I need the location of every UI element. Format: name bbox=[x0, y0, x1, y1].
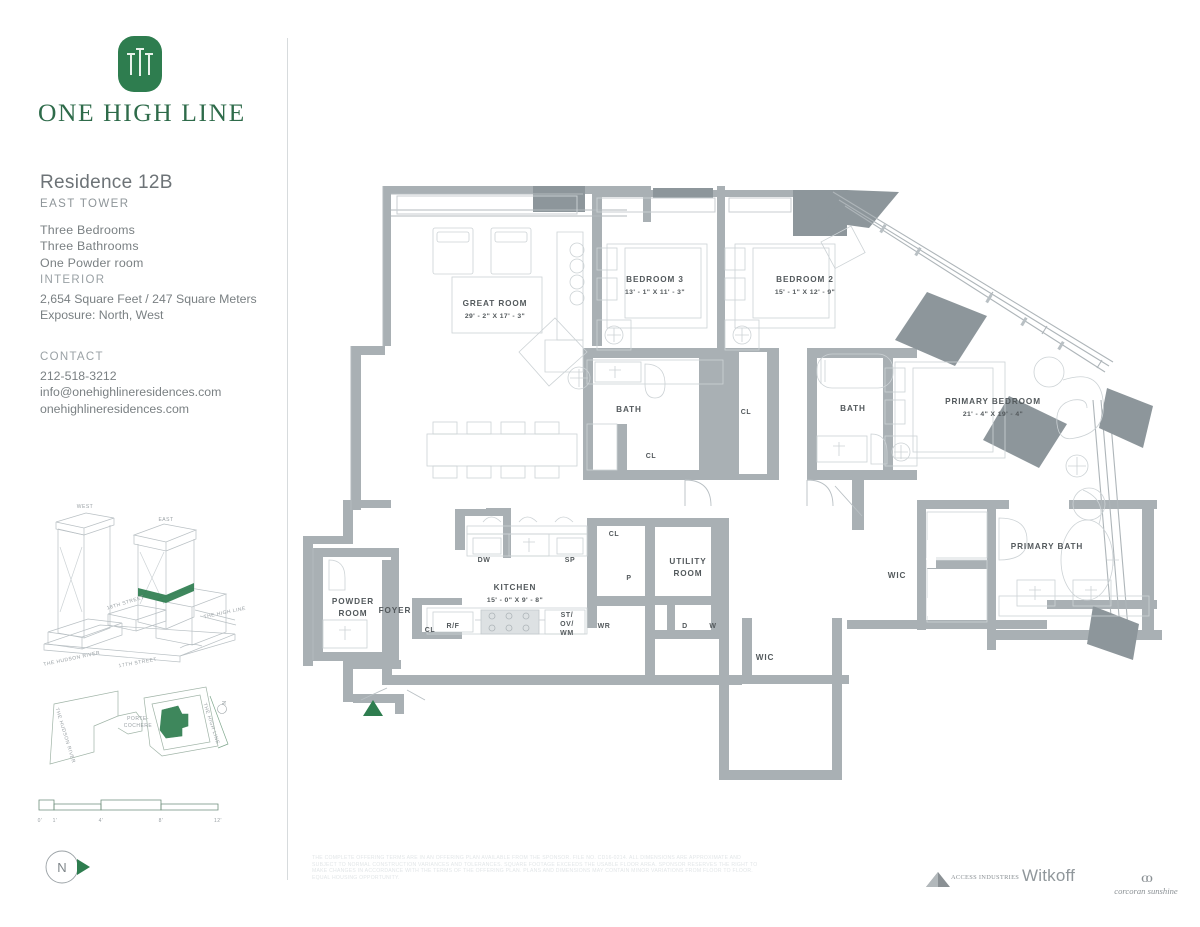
lower-angled-glazing bbox=[1092, 399, 1130, 641]
corcoran-sunshine-logo: CO corcoran sunshine bbox=[1111, 869, 1181, 896]
bath-left-fixtures bbox=[586, 359, 724, 471]
label-bedroom-2: BEDROOM 2 bbox=[776, 275, 834, 284]
sitemap-label-porte-cochere-line1: PORTE- bbox=[127, 716, 149, 722]
label-bedroom-2-dims: 15' - 1" X 12' - 9" bbox=[775, 289, 835, 296]
powder-room-fixtures bbox=[322, 559, 368, 649]
label-primary-bedroom-dims: 21' - 4" X 19' - 4" bbox=[963, 411, 1023, 418]
spec-list: Three Bedrooms Three Bathrooms One Powde… bbox=[40, 222, 144, 271]
brand-title: ONE HIGH LINE bbox=[38, 98, 246, 127]
curtainwall-mullions bbox=[879, 223, 1065, 351]
contact-details: 212-518-3212 info@onehighlineresidences.… bbox=[40, 368, 221, 417]
label-steam-oven-line2: OV/ bbox=[560, 621, 574, 628]
sidebar: ONE HIGH LINE Residence 12B EAST TOWER T… bbox=[0, 0, 287, 927]
scale-bar: 0' 1' 4' 8' 12' bbox=[36, 796, 226, 832]
sitemap-label-porte-cochere-line2: COCHERE bbox=[124, 723, 153, 729]
door-swings bbox=[360, 479, 863, 701]
label-primary-bedroom: PRIMARY BEDROOM bbox=[945, 397, 1041, 406]
label-closet-foyer: CL bbox=[425, 627, 436, 634]
access-industries-label: ACCESS INDUSTRIES bbox=[951, 874, 1020, 881]
label-kitchen-dims: 15' - 0" X 9' - 8" bbox=[487, 597, 543, 604]
label-steam-oven-line3: WM bbox=[560, 630, 574, 637]
sitemap-label-hudson-river: THE HUDSON RIVER bbox=[54, 707, 77, 764]
label-bath-right: BATH bbox=[840, 404, 866, 413]
north-compass-icon: N bbox=[40, 843, 102, 891]
page-title: Residence 12B bbox=[40, 172, 173, 193]
kitchen-fixtures bbox=[426, 516, 588, 635]
interior-details: 2,654 Square Feet / 247 Square Meters Ex… bbox=[40, 291, 257, 324]
label-pantry: P bbox=[626, 575, 631, 582]
label-closet-center: CL bbox=[741, 409, 752, 416]
label-kitchen: KITCHEN bbox=[494, 583, 537, 592]
door-openings bbox=[452, 500, 1069, 616]
label-bedroom-3-dims: 13' - 1" X 11' - 3" bbox=[625, 289, 685, 296]
area-value: 2,654 Square Feet / 247 Square Meters bbox=[40, 292, 257, 306]
label-powder-room-line1: POWDER bbox=[332, 597, 374, 606]
exposure-value: Exposure: North, West bbox=[40, 308, 164, 323]
label-wine-refrigerator: WR bbox=[598, 623, 611, 630]
label-bedroom-3: BEDROOM 3 bbox=[626, 275, 684, 284]
label-utility-room-line1: UTILITY bbox=[669, 557, 706, 566]
contact-email[interactable]: info@onehighlineresidences.com bbox=[40, 385, 222, 400]
interior-heading: INTERIOR bbox=[40, 274, 106, 286]
great-room-furniture bbox=[426, 227, 591, 479]
spec-powder: One Powder room bbox=[40, 255, 144, 270]
access-industries-logo: ACCESS INDUSTRIES bbox=[925, 868, 1025, 888]
label-great-room-dims: 29' - 2" X 17' - 3" bbox=[465, 313, 525, 320]
vertical-divider bbox=[287, 38, 288, 880]
scale-tick-4: 4' bbox=[99, 818, 104, 824]
scale-tick-8: 8' bbox=[159, 818, 164, 824]
outline-walls bbox=[312, 186, 792, 660]
wall-fills bbox=[303, 186, 1162, 780]
contact-phone[interactable]: 212-518-3212 bbox=[40, 369, 117, 383]
corcoran-mark: CO bbox=[1141, 874, 1152, 884]
label-wic-right: WIC bbox=[888, 571, 907, 580]
bath-right-fixtures bbox=[816, 353, 894, 465]
sitemap-north-icon: N bbox=[217, 701, 227, 714]
room-labels: GREAT ROOM 29' - 2" X 17' - 3" BEDROOM 3… bbox=[332, 275, 1084, 662]
legal-disclaimer: THE COMPLETE OFFERING TERMS ARE IN AN OF… bbox=[312, 855, 758, 881]
tower-label: EAST TOWER bbox=[40, 198, 130, 210]
scale-tick-0: 0' bbox=[38, 818, 43, 824]
label-great-room: GREAT ROOM bbox=[463, 299, 528, 308]
column-blocks bbox=[533, 186, 1067, 468]
label-wic-center: WIC bbox=[756, 653, 775, 662]
axon-label-high-line: THE HIGH LINE bbox=[203, 606, 246, 621]
label-steam-oven-line1: ST/ bbox=[561, 612, 574, 619]
axon-label-east: EAST bbox=[158, 517, 173, 523]
primary-bedroom-furniture bbox=[884, 356, 1106, 525]
scale-tick-12: 12' bbox=[214, 818, 222, 824]
building-axonometric-diagram: WEST EAST 18TH STREET 17TH STREET THE HU… bbox=[30, 492, 262, 670]
label-bath-left: BATH bbox=[616, 405, 642, 414]
label-primary-bath: PRIMARY BATH bbox=[1011, 542, 1084, 551]
label-closet-bath: CL bbox=[646, 453, 657, 460]
scale-tick-1: 1' bbox=[53, 818, 58, 824]
contact-website[interactable]: onehighlineresidences.com bbox=[40, 401, 190, 416]
corcoran-sunshine-label: corcoran sunshine bbox=[1114, 886, 1178, 896]
witkoff-logo: Witkoff bbox=[1022, 866, 1076, 885]
contact-heading: CONTACT bbox=[40, 351, 104, 363]
compass-label: N bbox=[57, 860, 66, 875]
label-foyer: FOYER bbox=[379, 606, 412, 615]
primary-bath-fixtures bbox=[926, 511, 1150, 623]
sponsor-logos: ACCESS INDUSTRIES Witkoff CO corcoran su… bbox=[925, 866, 1178, 896]
one-high-line-logo-icon bbox=[118, 36, 162, 92]
bedroom3-furniture bbox=[596, 243, 708, 351]
spec-bedrooms: Three Bedrooms bbox=[40, 223, 136, 237]
label-washer: W bbox=[709, 623, 716, 630]
corner-columns bbox=[1087, 388, 1153, 660]
label-utility-room-line2: ROOM bbox=[673, 569, 702, 578]
spec-bathrooms: Three Bathrooms bbox=[40, 239, 139, 254]
axon-label-west: WEST bbox=[77, 504, 93, 510]
svg-text:N: N bbox=[220, 701, 226, 705]
label-refrigerator: R/F bbox=[446, 623, 459, 630]
label-sink-prep: SP bbox=[565, 557, 576, 564]
entry-marker-icon bbox=[363, 700, 383, 716]
label-dishwasher: DW bbox=[478, 557, 491, 564]
label-powder-room-line2: ROOM bbox=[338, 609, 367, 618]
bedroom2-furniture bbox=[724, 225, 866, 351]
label-closet-kitchen: CL bbox=[609, 531, 620, 538]
floor-plan-drawing: GREAT ROOM 29' - 2" X 17' - 3" BEDROOM 3… bbox=[287, 0, 1200, 927]
label-dryer: D bbox=[682, 623, 688, 630]
site-map-diagram: PORTE- COCHERE THE HUDSON RIVER THE HIGH… bbox=[32, 684, 258, 792]
